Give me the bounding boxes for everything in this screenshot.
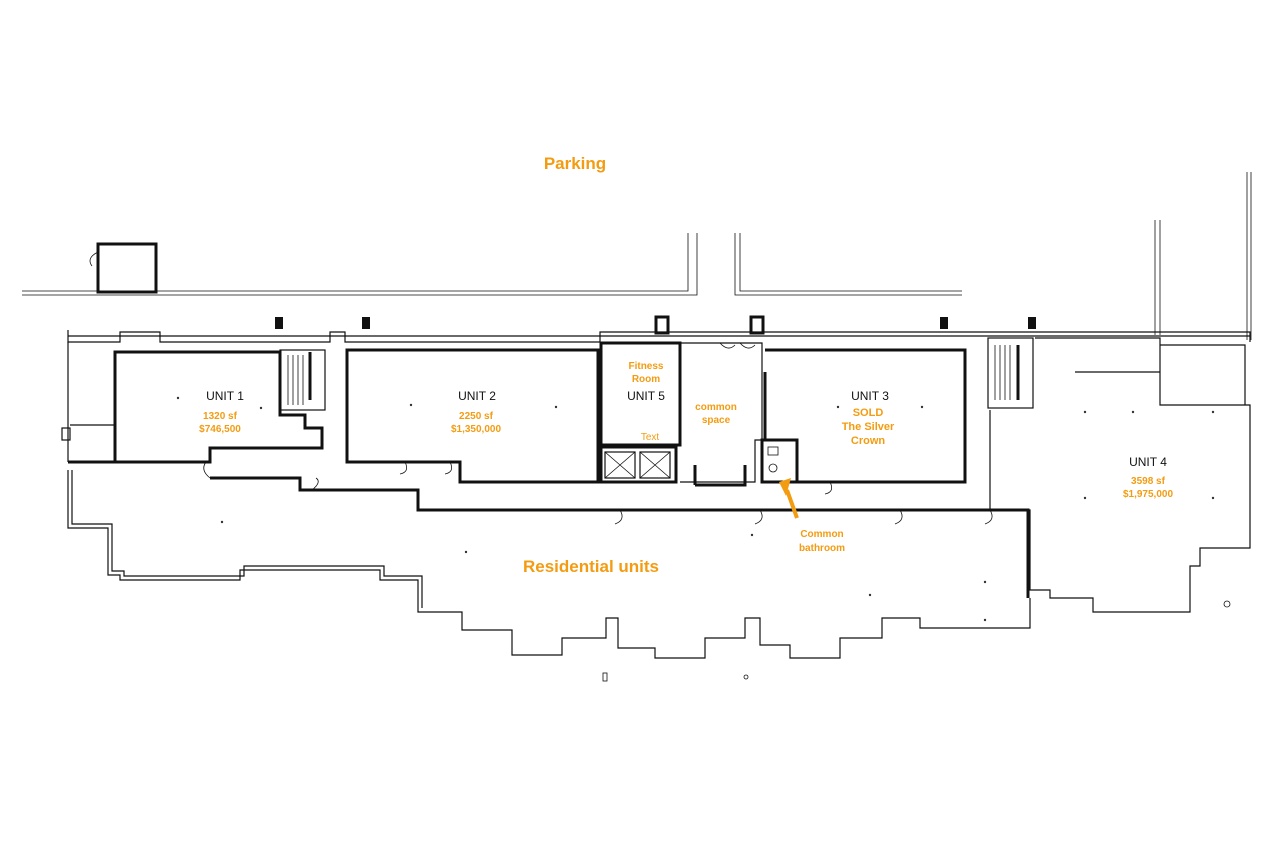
corridor-walls [203, 461, 1030, 598]
unit-3-status: SOLD [853, 407, 884, 419]
common-space-label-2: space [702, 415, 731, 426]
fitness-label-1: Fitness [628, 361, 663, 372]
unit-3-tenant-1: The Silver [842, 421, 895, 433]
unit-4-area: 3598 sf [1131, 476, 1166, 487]
unit-5-walls [599, 341, 682, 484]
unit-1-price: $746,500 [199, 424, 241, 435]
unit-1-walls [61, 342, 324, 464]
fitness-label-2: Room [632, 374, 660, 385]
residential-perimeter [67, 470, 1031, 659]
unit-2-walls [345, 348, 600, 484]
stair-1 [279, 349, 326, 411]
north-wall [67, 330, 1251, 343]
exterior-fixtures [602, 600, 1231, 682]
common-space-label-1: common [695, 402, 737, 413]
common-bathroom-walls [760, 438, 799, 484]
bathroom-label-2: bathroom [799, 543, 845, 554]
unit-2-price: $1,350,000 [451, 424, 501, 435]
unit-3-walls [763, 348, 967, 495]
stair-2 [987, 337, 1034, 409]
unit-4-walls [989, 337, 1251, 613]
unit-5-name: UNIT 5 [627, 389, 665, 403]
unit-2-area: 2250 sf [459, 411, 494, 422]
parking-label: Parking [544, 154, 606, 173]
columns [275, 315, 1036, 335]
parking-kiosk [89, 242, 158, 294]
unit-1-area: 1320 sf [203, 411, 238, 422]
common-space-walls [680, 342, 763, 487]
residential-label: Residential units [523, 557, 659, 576]
unit-2-name: UNIT 2 [458, 389, 496, 403]
unit-1-name: UNIT 1 [206, 389, 244, 403]
bathroom-arrow [779, 478, 799, 519]
parking-fence [22, 172, 1252, 340]
unit-3-tenant-2: Crown [851, 435, 886, 447]
text-placeholder: Text [641, 432, 660, 443]
unit-4-name: UNIT 4 [1129, 455, 1167, 469]
bathroom-label-1: Common [800, 529, 843, 540]
ceiling-points [176, 396, 1215, 622]
unit-4-price: $1,975,000 [1123, 489, 1173, 500]
unit-3-name: UNIT 3 [851, 389, 889, 403]
